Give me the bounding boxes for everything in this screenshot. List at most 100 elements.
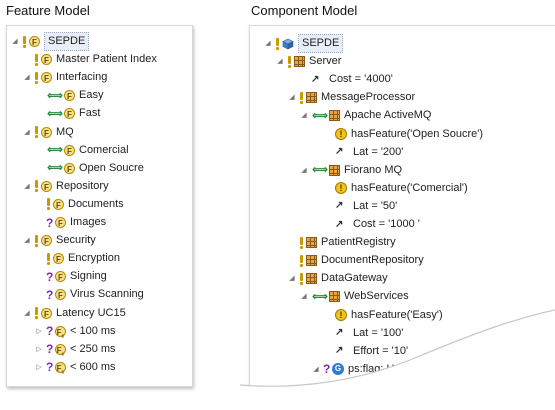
expand-toggle-icon[interactable]: ◢ (277, 58, 283, 66)
feature-tree-item[interactable]: ?F Signing (35, 268, 107, 285)
optional-marker-icon: ? (323, 362, 331, 377)
constraint-warning-icon: ! (335, 309, 347, 321)
tree-item-label: Comercial (79, 143, 129, 156)
expand-toggle-icon[interactable]: ◢ (24, 128, 30, 136)
component-tree-item[interactable]: ◢MessageProcessor (288, 89, 415, 106)
mandatory-marker-icon (299, 272, 304, 285)
component-tree-item[interactable]: !hasFeature('Open Soucre') (324, 126, 483, 143)
expand-toggle-icon[interactable]: ◢ (24, 74, 30, 82)
optional-marker-icon: ? (46, 324, 54, 339)
tree-item-label: PatientRegistry (321, 236, 396, 249)
expand-toggle-icon[interactable]: ◢ (301, 166, 307, 174)
expand-toggle-icon[interactable]: ◢ (301, 293, 307, 301)
tree-item-label: < 100 ms (70, 324, 116, 337)
tree-item-label: Effort = '10' (353, 344, 409, 357)
feature-icon: F (64, 108, 75, 120)
alternative-marker-icon: ⟺ (47, 162, 63, 175)
component-icon (306, 237, 317, 249)
component-tree-item[interactable]: ◢SEPDE (264, 34, 344, 53)
component-icon (329, 291, 340, 303)
tree-item-label: hasFeature('Open Soucre') (351, 127, 483, 140)
component-tree-item[interactable]: !hasFeature('Easy') (324, 307, 443, 324)
tree-item-label: Security (56, 234, 96, 247)
optional-marker-icon: ? (46, 269, 54, 284)
tree-item-label: Signing (70, 270, 107, 283)
tree-item-label: Latency UC15 (56, 306, 126, 319)
component-tree-item[interactable]: PatientRegistry (288, 234, 396, 251)
model-root-icon (282, 38, 294, 50)
component-icon (306, 92, 317, 104)
attribute-icon: ↗ (335, 327, 344, 339)
component-tree-item[interactable]: ◢⟺Fiorano MQ (300, 162, 402, 179)
expand-toggle-icon[interactable]: ▷ (36, 363, 42, 371)
component-tree-item[interactable]: ◢⟺Apache ActiveMQ (300, 107, 431, 124)
tree-item-label: Lat = '100' (353, 326, 404, 339)
expand-toggle-icon[interactable]: ◢ (313, 365, 319, 373)
alternative-marker-icon: ⟺ (312, 164, 328, 177)
feature-icon: F (55, 271, 66, 283)
tree-item-label: < 600 ms (70, 360, 116, 373)
feature-tree-item[interactable]: ▷?Fc< 250 ms (35, 341, 115, 358)
tree-item-label: Cost = '1000 ' (353, 218, 420, 230)
expand-toggle-icon[interactable]: ◢ (289, 275, 295, 283)
expand-toggle-icon[interactable]: ◢ (24, 309, 30, 317)
expand-toggle-icon[interactable]: ◢ (301, 112, 307, 120)
component-tree-item[interactable]: ↗Cost = '1000 ' (324, 216, 420, 233)
mandatory-marker-icon (34, 180, 39, 193)
feature-icon: F (64, 144, 75, 156)
optional-marker-icon: ? (46, 287, 54, 302)
ps-flag-icon: G (332, 363, 344, 376)
constraint-warning-icon: ! (335, 182, 347, 195)
feature-icon: F (41, 54, 52, 66)
feature-tree-item[interactable]: ◢ F Repository (23, 178, 109, 195)
feature-icon: F (55, 217, 66, 228)
expand-toggle-icon[interactable]: ◢ (24, 182, 30, 190)
feature-constraint-icon: Fc (55, 343, 66, 358)
component-model-panel: ◢SEPDE◢Server↗Cost = '4000'◢MessageProce… (249, 25, 555, 393)
tree-item-label: Virus Scanning (70, 288, 144, 301)
mandatory-marker-icon (275, 37, 280, 50)
component-tree-item[interactable]: ↗ Lat = '100' (324, 325, 403, 342)
feature-tree-item[interactable]: ▷?Fc< 600 ms (35, 359, 116, 376)
expand-toggle-icon[interactable]: ▷ (36, 345, 42, 353)
component-tree-item[interactable]: ↗Cost = '4000' (300, 71, 393, 88)
feature-tree-item[interactable]: ▷?Fc< 100 ms (35, 323, 116, 340)
component-tree-item[interactable]: ↗Lat = '200' (324, 144, 403, 161)
tree-item-label: Server (309, 55, 342, 68)
tree-item-label: Fast (79, 107, 101, 120)
component-tree-item[interactable]: ↗Effort = '10' (324, 343, 408, 360)
alternative-marker-icon: ⟺ (312, 109, 328, 122)
expand-toggle-icon[interactable]: ◢ (289, 94, 295, 102)
component-tree-item[interactable]: !hasFeature('Comercial') (324, 180, 468, 197)
feature-icon: F (41, 180, 52, 192)
component-tree-item[interactable]: ↗Lat = '50' (324, 198, 397, 215)
component-tree-item[interactable]: ◢ Server (276, 53, 341, 70)
attribute-icon: ↗ (335, 200, 344, 212)
component-tree-item[interactable]: ◢DataGateway (288, 270, 388, 287)
tree-item-label: Repository (56, 179, 109, 192)
component-tree-item[interactable]: DocumentRepository (288, 252, 424, 269)
expand-toggle-icon[interactable]: ◢ (24, 237, 30, 245)
expand-toggle-icon[interactable]: ◢ (12, 38, 18, 45)
tree-item-label: WebServices (344, 290, 409, 303)
component-icon (306, 273, 317, 285)
component-tree-item[interactable]: ◢⟺WebServices (300, 288, 409, 305)
expand-toggle-icon[interactable]: ▷ (36, 327, 42, 335)
expand-toggle-icon[interactable]: ◢ (265, 40, 271, 47)
component-icon (306, 255, 317, 267)
tree-item-label: Easy (79, 89, 104, 102)
